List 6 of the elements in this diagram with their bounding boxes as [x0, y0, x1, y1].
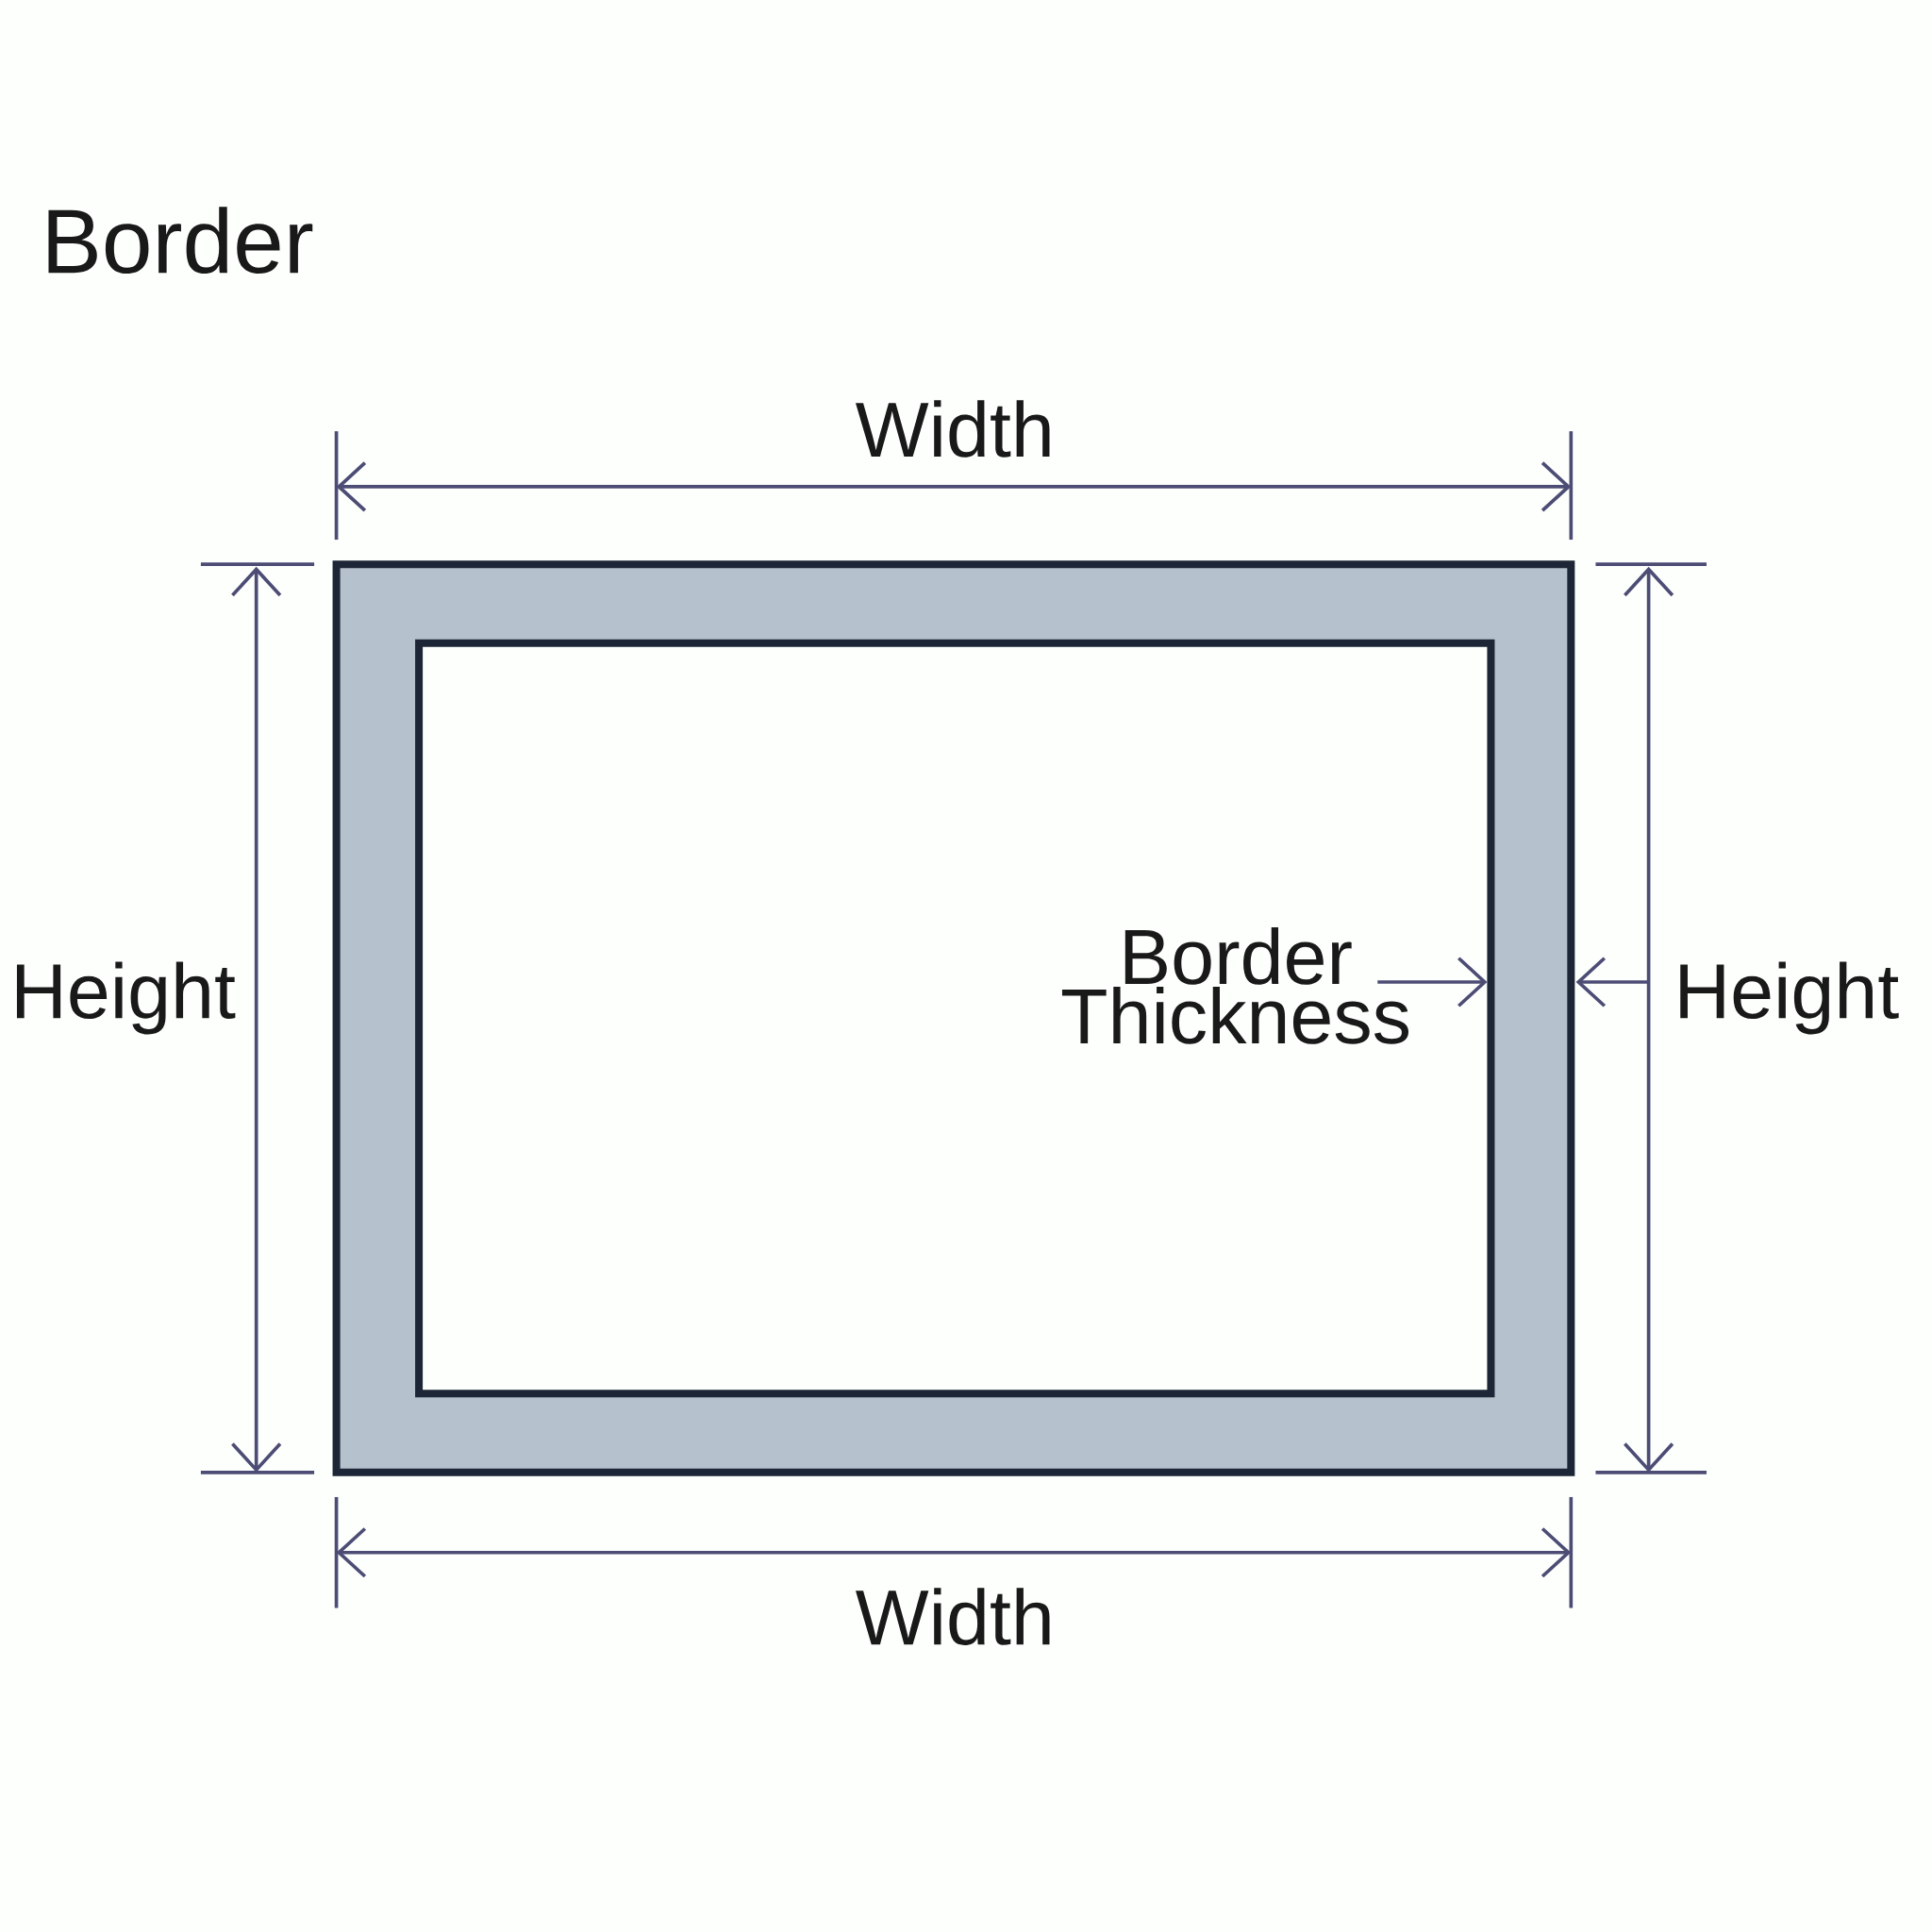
dimension-label: Width — [856, 1588, 1050, 1645]
dimension-label: Width — [856, 400, 1050, 458]
dimension-label: Height — [1680, 961, 1899, 1035]
dimension-label: Height — [16, 961, 236, 1035]
title: Border — [48, 207, 313, 275]
dimension-label: Border Thickness — [1061, 927, 1408, 1044]
